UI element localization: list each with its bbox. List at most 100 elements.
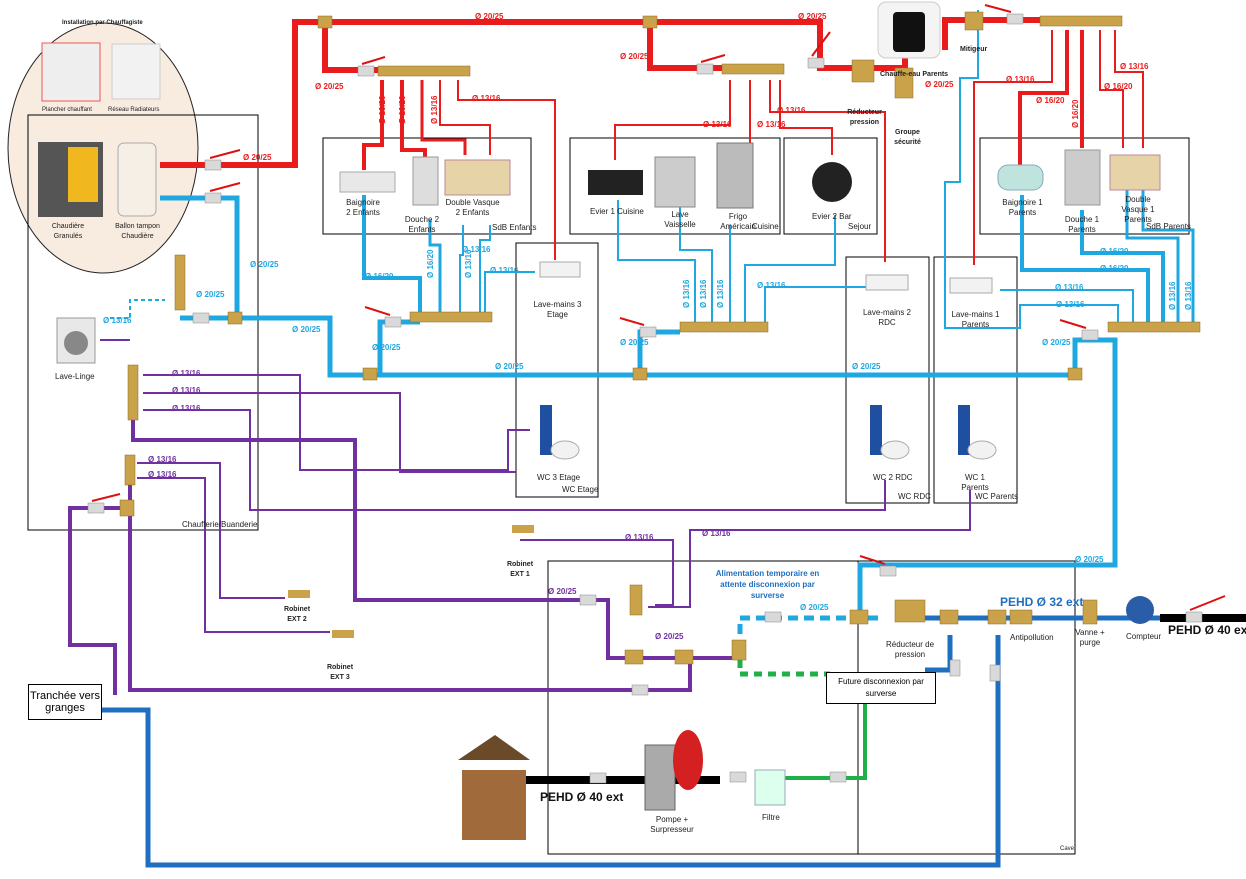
shower1-image [1064,149,1101,206]
cold-pipe-label: Ø 20/25 [250,260,279,269]
room-cellar: Cave [1060,846,1075,852]
valves[interactable] [87,13,1203,784]
hot-pipe-label: Ø 13/16 [1120,62,1149,71]
cold-pipe-label: Ø 13/16 [682,279,691,308]
ext-pipe-label: Ø 13/16 [702,529,731,538]
hot-pipe-label: Ø 16/20 [1036,96,1065,105]
hot-pipe-label: Ø 13/16 [757,120,786,129]
bath1-label: Baignoire 1 Parents [1002,198,1043,217]
cold-pipe-label: Ø 16/20 [1100,264,1129,273]
sink1-vanity-image [1109,154,1161,191]
hot-pipe-label: Ø 16/20 [1104,82,1133,91]
hot-pipe-label: Ø 20/25 [315,82,344,91]
bath2-label: Baignoire 2 Enfants [346,198,380,217]
tee [1067,367,1083,381]
devices [38,1,1161,840]
antipollution-label: Antipollution [1010,633,1054,642]
manifold-hot-parents [1039,15,1123,27]
ext-pipe-label: Ø 20/25 [548,587,577,596]
double-sink1-label: Double Vasque 1 Parents [1121,195,1155,224]
boiler-label: Chaudière Granulés [51,223,85,240]
meter-image [1126,596,1154,624]
pump-label: Pompe + Surpresseur [650,815,694,834]
wc2-label: WC 2 RDC [873,473,913,482]
tee [317,15,333,29]
cold-pipes [110,10,1195,612]
parents-bath-box [979,137,1190,235]
pressure-reducer [894,599,926,623]
cold-pipe-label: Ø 20/25 [292,325,321,334]
handbasin1-label: Lave-mains 1 Parents [951,310,1000,329]
tee [674,649,694,665]
wc1-label: WC 1 Parents [961,473,989,492]
pressure-reducer-label: Réducteur de pression [885,640,935,659]
hot-pipe-label: Ø 13/16 [1006,75,1035,84]
tap-ext1-label: Robinet EXT 1 [506,561,534,578]
trench-box: Tranchée vers granges [28,684,102,720]
cold-pipe-label: Ø 20/25 [196,290,225,299]
manifold-boiler-room-1 [174,254,186,311]
room-parents-wc: WC Parents [975,492,1019,501]
tee [632,367,648,381]
cold-pipe-label: Ø 13/16 [462,245,491,254]
tee [642,15,658,29]
bath1-image [997,164,1044,191]
ext-pipe-label: Ø 13/16 [172,404,201,413]
filter-image [754,769,786,806]
tee [849,609,869,625]
room-parents-bath: SdB Parents [1146,222,1191,231]
ext-pipe-label: Ø 13/16 [148,455,177,464]
radiator-image [111,43,161,100]
hot-pipe-label: Ø 20/25 [620,52,649,61]
sink2-vanity-image [444,159,511,196]
manifold-hot-kids [377,65,471,77]
tee [227,311,243,325]
shower2-image [412,156,439,206]
manifold-boiler-room-2 [127,364,139,421]
floor-heating-image [41,42,101,102]
hot-pipe-label: Ø 13/16 [777,106,806,115]
hot-pipe-label: Ø 13/16 [430,95,439,124]
valve-purge-label: Vanne + purge [1075,628,1105,647]
handbasin3-image [539,261,581,278]
kids-bath-box [322,137,532,235]
room-boiler-room: Chaufferie/Buanderie [182,520,258,529]
cold-pipe-label: Ø 16/20 [365,272,394,281]
ext-pipe-label: Ø 13/16 [148,470,177,479]
mixer [964,11,984,31]
temp-supply-note: Alimentation temporaire en attente disco… [715,569,820,600]
cold-pipe-label: Ø 13/16 [1168,281,1177,310]
bath2-image [339,171,396,193]
fridge-image [716,142,754,209]
handbasin2-image [865,274,909,291]
tee [939,609,959,625]
well-image [462,770,526,840]
cold-pipe-label: Ø 16/20 [426,249,435,278]
water-heater-label: Chauffe-eau Parents [880,71,949,78]
washing-machine-label: Lave-Linge [55,372,95,381]
cold-pipe-label: Ø 13/16 [757,281,786,290]
safety-group-label: Groupe sécurité [894,129,921,146]
hot-pipe-label: Ø 16/20 [378,95,387,124]
meter-label: Compteur [1126,632,1162,641]
boiler-room-box [27,114,259,531]
hot-pipe-label: Ø 20/25 [798,12,827,21]
tee [119,499,135,517]
dishwasher-label: Lave Vaisselle [664,210,696,229]
hot-pipe-label: Ø 16/20 [398,95,407,124]
room-kitchen: Cuisine [752,222,779,231]
safety-group [894,67,914,99]
cold-pipe-label: Ø 13/16 [490,266,519,275]
future-disconnect-box: Future disconnexion par surverse [826,672,936,704]
shower1-label: Douche 1 Parents [1064,215,1100,234]
sink1-label: Evier 1 Cuisine [590,207,644,216]
manifold-cold-parents [1107,321,1201,333]
cold-pipe-label: Ø 20/25 [620,338,649,347]
buffer-tank-image [117,142,157,217]
radiators-label: Réseau Radiateurs [108,107,160,113]
future-pipe [760,703,867,780]
heating-zone-title: Installation par Chauffagiste [62,20,143,26]
reducer-top [851,59,875,83]
room-living: Sejour [848,222,872,231]
tee [624,649,644,665]
